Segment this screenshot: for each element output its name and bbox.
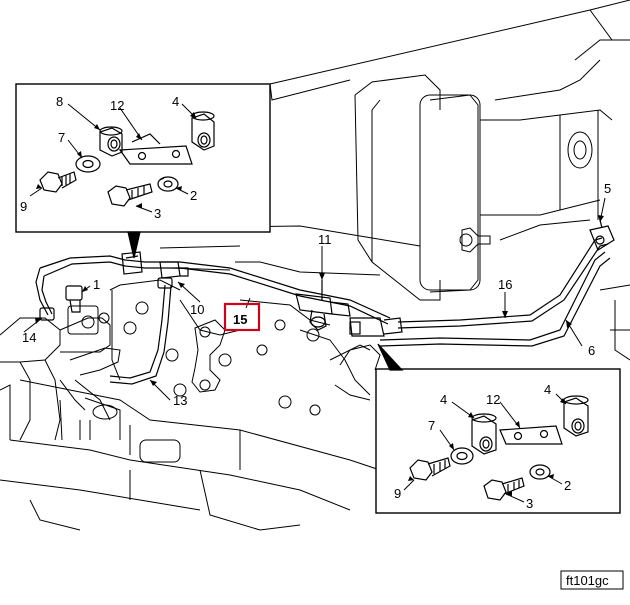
part-9-bolt — [39, 171, 77, 193]
callout-2-upper: 2 — [190, 188, 197, 203]
callout-1: 1 — [93, 277, 100, 292]
callout-7-lower: 7 — [428, 418, 435, 433]
callout-13: 13 — [173, 393, 187, 408]
part-3-bolt-lower — [483, 477, 525, 501]
part-2-lockwasher — [157, 176, 179, 192]
inset-pointer-lower — [377, 343, 404, 371]
callout-4-lower-a: 4 — [440, 392, 447, 407]
part-3-bolt — [107, 183, 153, 207]
callout-4-upper: 4 — [172, 94, 179, 109]
callout-9-upper: 9 — [20, 199, 27, 214]
callout-3-upper: 3 — [154, 206, 161, 221]
figure-code: ft101gc — [566, 573, 609, 588]
part-7-washer-lower — [450, 447, 474, 465]
callout-16: 16 — [498, 277, 512, 292]
detail-inset-lower — [375, 343, 621, 514]
line-fittings — [39, 219, 615, 337]
callout-8-upper: 8 — [56, 94, 63, 109]
callout-10: 10 — [190, 302, 204, 317]
part-12-strap — [118, 133, 193, 165]
callout-12-lower: 12 — [486, 392, 500, 407]
callout-12-upper: 12 — [110, 98, 124, 113]
inset-frame-upper — [15, 83, 271, 233]
part-4-clamp-lower-a — [471, 413, 497, 455]
callout-9-lower: 9 — [394, 486, 401, 501]
part-12-strap-lower — [499, 425, 563, 445]
part-9-bolt-lower — [409, 457, 451, 481]
callout-6: 6 — [588, 343, 595, 358]
part-2-lockwasher-lower — [529, 464, 551, 480]
part-4-clamp-lower-b — [563, 395, 589, 437]
detail-inset-upper — [15, 83, 271, 259]
part-4-clamp — [191, 111, 215, 151]
callout-4-lower-b: 4 — [544, 382, 551, 397]
callout-11: 11 — [318, 232, 332, 247]
callout-15: 15 — [233, 312, 247, 327]
leaders-upper — [29, 103, 197, 213]
callout-labels: 8 12 4 7 9 2 3 1 11 5 16 6 10 13 14 15 4… — [20, 94, 611, 511]
figure-code-box: ft101gc — [560, 570, 624, 590]
callout-5: 5 — [604, 181, 611, 196]
inset-pointer-upper — [127, 231, 141, 259]
callout-2-lower: 2 — [564, 478, 571, 493]
callout-3-lower: 3 — [526, 496, 533, 511]
highlight-box-15 — [223, 302, 261, 332]
part-7-washer — [75, 155, 101, 173]
inset-frame-lower — [375, 368, 621, 514]
callout-7-upper: 7 — [58, 130, 65, 145]
callout-14: 14 — [22, 330, 36, 345]
